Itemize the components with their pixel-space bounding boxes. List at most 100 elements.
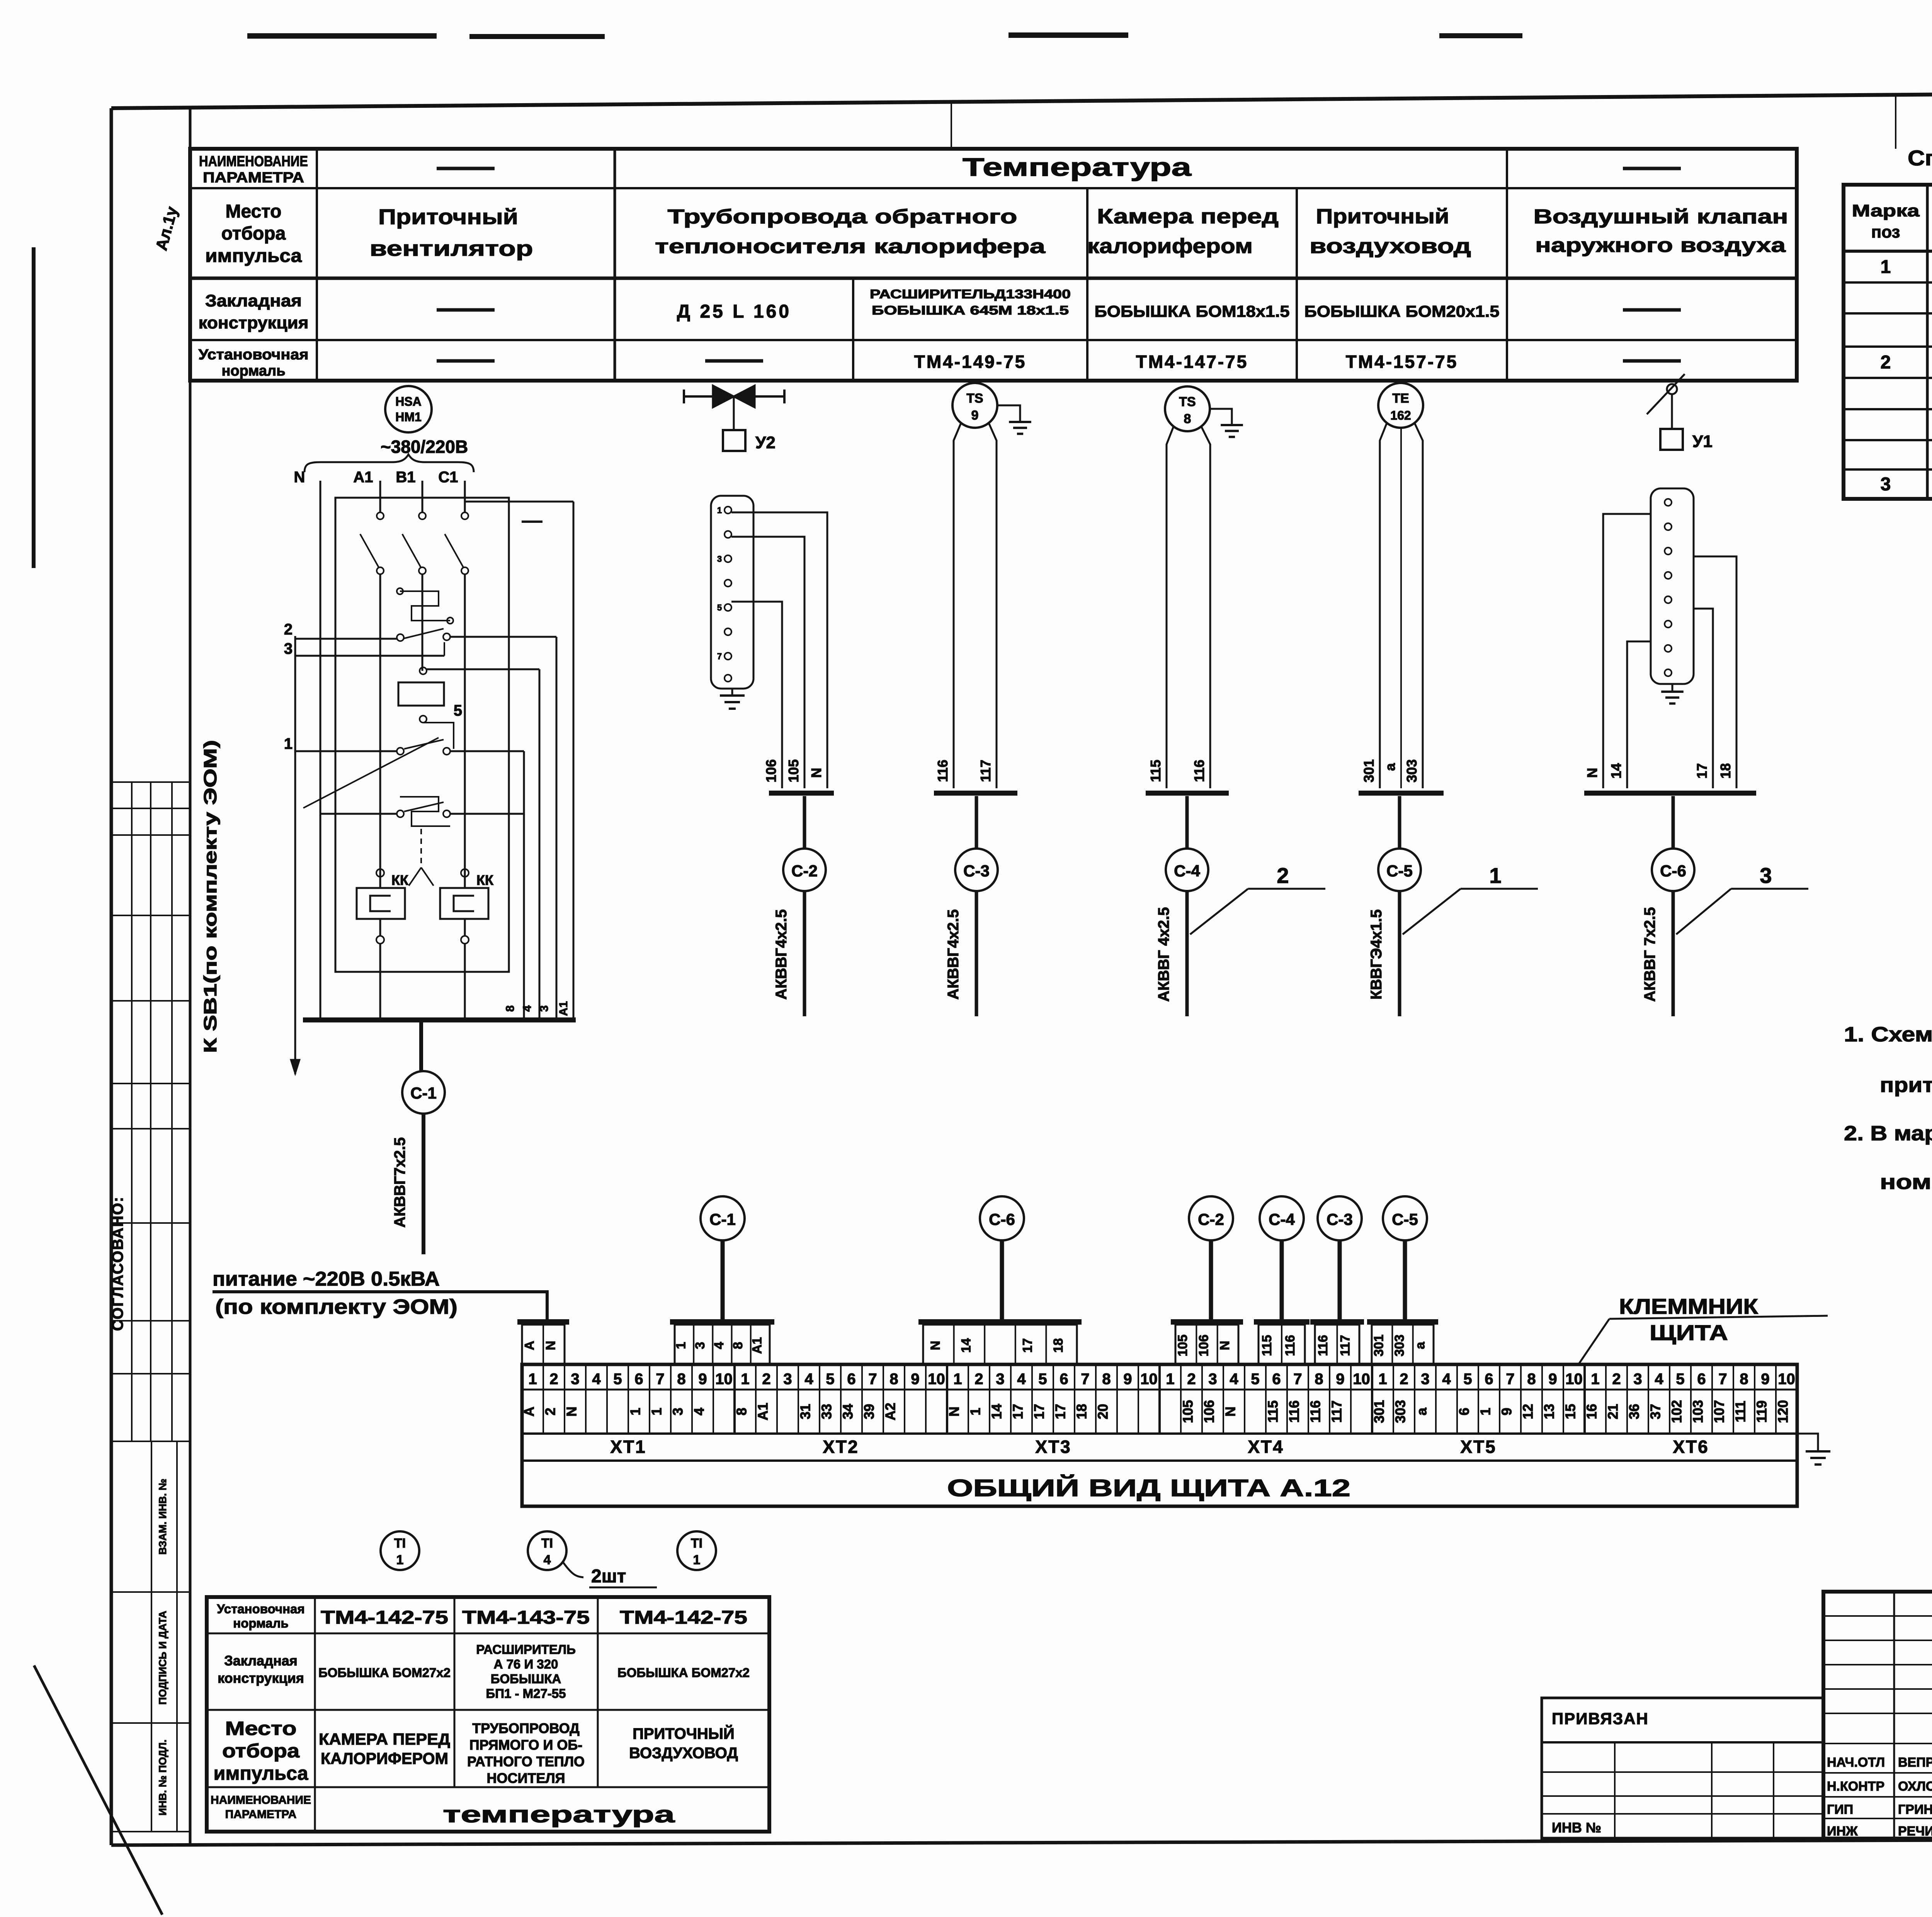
svg-text:Установочная: Установочная — [217, 1602, 304, 1616]
svg-text:С-4: С-4 — [1174, 862, 1200, 880]
svg-text:303: 303 — [1392, 1335, 1407, 1357]
svg-text:ХТ4: ХТ4 — [1248, 1437, 1284, 1457]
svg-text:9: 9 — [971, 408, 979, 423]
svg-text:3: 3 — [1881, 474, 1891, 495]
svg-text:301: 301 — [1361, 759, 1377, 782]
svg-text:КЛЕММНИК: КЛЕММНИК — [1619, 1294, 1759, 1318]
svg-text:2. В маркировке кабелей вме: 2. В маркировке кабелей вместо индекса„С… — [1844, 1122, 1932, 1145]
svg-text:Спецификация элементов систем: Спецификация элементов систем П1,П2,П9 — [1908, 146, 1932, 170]
svg-text:33: 33 — [819, 1404, 835, 1419]
svg-text:Н.КОНТР: Н.КОНТР — [1827, 1779, 1884, 1794]
svg-text:116: 116 — [1283, 1335, 1298, 1356]
svg-text:ТI: ТI — [541, 1536, 553, 1551]
svg-text:8: 8 — [1184, 412, 1191, 426]
svg-text:ПОДПИСЬ И ДАТА: ПОДПИСЬ И ДАТА — [157, 1611, 168, 1704]
svg-text:НАИМЕНОВАНИЕ: НАИМЕНОВАНИЕ — [211, 1794, 311, 1806]
svg-text:8: 8 — [504, 1005, 517, 1012]
svg-text:116: 116 — [1308, 1400, 1323, 1423]
svg-text:7: 7 — [656, 1371, 664, 1388]
svg-text:9: 9 — [1761, 1371, 1769, 1388]
svg-text:У1: У1 — [1692, 432, 1713, 451]
svg-text:4: 4 — [691, 1408, 707, 1415]
svg-text:С1: С1 — [438, 469, 458, 486]
svg-text:А1: А1 — [755, 1403, 771, 1420]
svg-text:АКВВГ4х2.5: АКВВГ4х2.5 — [945, 909, 962, 1000]
svg-text:39: 39 — [861, 1404, 877, 1419]
svg-text:НSА: НSА — [395, 395, 422, 408]
svg-text:ПАРАМЕТРА: ПАРАМЕТРА — [225, 1808, 297, 1821]
svg-text:106: 106 — [1197, 1335, 1211, 1357]
svg-text:1: 1 — [1166, 1371, 1174, 1388]
svg-text:9: 9 — [1123, 1371, 1132, 1388]
svg-text:106: 106 — [763, 759, 779, 782]
svg-text:102: 102 — [1669, 1400, 1685, 1423]
svg-text:117: 117 — [1338, 1335, 1352, 1356]
svg-text:105: 105 — [1175, 1335, 1190, 1357]
svg-text:конструкция: конструкция — [199, 313, 309, 332]
svg-text:21: 21 — [1605, 1404, 1621, 1419]
svg-text:ЩИТА: ЩИТА — [1650, 1320, 1728, 1345]
svg-text:А1: А1 — [353, 469, 373, 486]
svg-text:8: 8 — [1315, 1371, 1323, 1388]
svg-text:16: 16 — [1584, 1404, 1600, 1419]
svg-text:БОБЫШКА БОМ27х2: БОБЫШКА БОМ27х2 — [617, 1665, 750, 1680]
svg-text:1: 1 — [396, 1553, 404, 1567]
svg-text:1: 1 — [693, 1553, 701, 1567]
svg-text:А2: А2 — [883, 1403, 898, 1420]
svg-text:а: а — [1413, 1341, 1427, 1349]
svg-text:13: 13 — [1541, 1404, 1557, 1419]
svg-text:103: 103 — [1690, 1400, 1706, 1423]
svg-text:1: 1 — [284, 735, 293, 752]
svg-text:36: 36 — [1626, 1404, 1642, 1419]
svg-text:БОБЫШКА БОМ20х1.5: БОБЫШКА БОМ20х1.5 — [1304, 302, 1500, 320]
svg-text:N: N — [1223, 1407, 1238, 1417]
svg-text:4: 4 — [544, 1553, 551, 1567]
svg-text:температура: температура — [443, 1801, 675, 1827]
svg-text:2шт: 2шт — [591, 1566, 626, 1587]
svg-text:2: 2 — [975, 1371, 983, 1388]
svg-text:1: 1 — [1881, 257, 1891, 277]
svg-text:Воздушный клапан: Воздушный клапан — [1534, 206, 1788, 228]
svg-text:1: 1 — [741, 1371, 749, 1388]
svg-text:приточной системы и применима: приточной системы и применима для систем… — [1880, 1073, 1932, 1097]
svg-text:ТI: ТI — [691, 1536, 702, 1551]
svg-text:1: 1 — [674, 1342, 689, 1349]
svg-text:N: N — [808, 768, 824, 778]
svg-text:3: 3 — [693, 1342, 707, 1349]
svg-text:9: 9 — [1336, 1371, 1344, 1388]
svg-text:4: 4 — [1442, 1371, 1451, 1388]
svg-text:5: 5 — [1038, 1371, 1047, 1388]
svg-text:4: 4 — [521, 1005, 534, 1012]
svg-text:111: 111 — [1733, 1401, 1748, 1422]
svg-text:1. Схема соединений внешних п: 1. Схема соединений внешних проводок сос… — [1844, 1023, 1932, 1046]
svg-text:ГИП: ГИП — [1827, 1802, 1853, 1817]
svg-text:9: 9 — [698, 1371, 707, 1388]
svg-text:С-6: С-6 — [989, 1210, 1015, 1228]
svg-text:КАЛОРИФЕРОМ: КАЛОРИФЕРОМ — [321, 1749, 448, 1767]
svg-text:отбора: отбора — [222, 1740, 300, 1762]
svg-text:N: N — [946, 1407, 962, 1417]
svg-text:5: 5 — [717, 603, 722, 612]
svg-text:С-2: С-2 — [1198, 1210, 1224, 1228]
svg-text:7: 7 — [1506, 1371, 1514, 1388]
svg-text:10: 10 — [1353, 1371, 1370, 1388]
svg-text:6: 6 — [1272, 1371, 1281, 1388]
svg-text:а: а — [1414, 1407, 1430, 1415]
svg-text:117: 117 — [978, 760, 993, 782]
svg-text:8: 8 — [677, 1371, 685, 1388]
svg-text:4: 4 — [592, 1371, 601, 1388]
svg-text:3: 3 — [1760, 863, 1772, 888]
svg-text:БОБЫШКА 645М 18х1.5: БОБЫШКА 645М 18х1.5 — [872, 303, 1069, 317]
svg-text:ХТ6: ХТ6 — [1673, 1437, 1709, 1457]
svg-text:9: 9 — [1548, 1371, 1557, 1388]
svg-text:17: 17 — [1031, 1404, 1047, 1419]
svg-text:14: 14 — [989, 1404, 1005, 1419]
svg-text:ХТ1: ХТ1 — [610, 1437, 646, 1457]
svg-text:3: 3 — [1421, 1371, 1429, 1388]
svg-text:3: 3 — [1208, 1371, 1217, 1388]
svg-text:1: 1 — [1478, 1408, 1493, 1415]
svg-text:поз: поз — [1871, 223, 1900, 242]
svg-text:5: 5 — [1463, 1371, 1472, 1388]
svg-text:2: 2 — [549, 1371, 558, 1388]
svg-text:Д 25 L 160: Д 25 L 160 — [677, 301, 791, 322]
